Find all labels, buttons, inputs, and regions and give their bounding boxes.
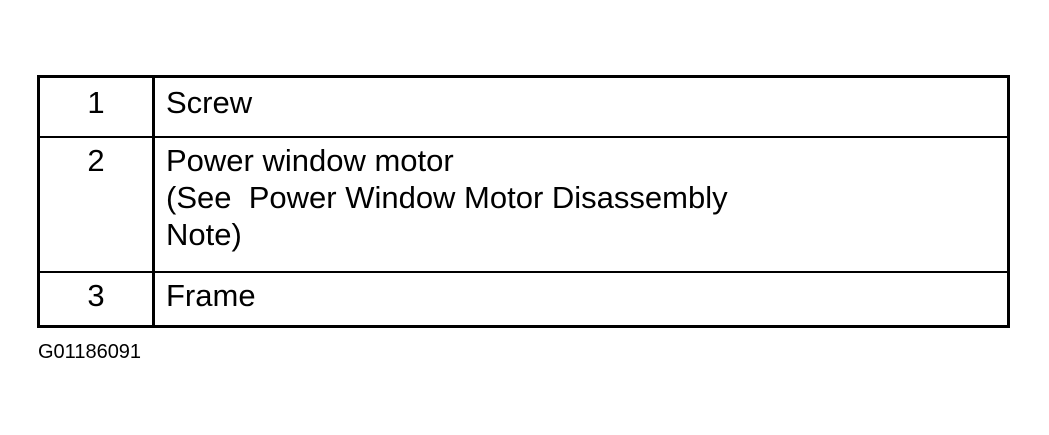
item-description: Frame	[152, 271, 1010, 328]
legend-table: 1 Screw 2 Power window motor (See Power …	[37, 75, 1010, 328]
legend-row: 2 Power window motor (See Power Window M…	[37, 136, 1010, 273]
item-description: Screw	[152, 75, 1010, 138]
figure-id: G01186091	[38, 341, 142, 363]
description-line: Note)	[166, 217, 242, 252]
description-line: (See Power Window Motor Disassembly	[166, 180, 728, 215]
description-line: Power window motor	[166, 143, 454, 178]
legend-row: 1 Screw	[37, 75, 1010, 138]
description-line: Screw	[166, 85, 253, 120]
item-number: 1	[37, 75, 155, 138]
item-number: 3	[37, 271, 155, 328]
legend-row: 3 Frame	[37, 271, 1010, 328]
description-line: Frame	[166, 278, 256, 313]
item-number: 2	[37, 136, 155, 273]
item-description: Power window motor (See Power Window Mot…	[152, 136, 1010, 273]
